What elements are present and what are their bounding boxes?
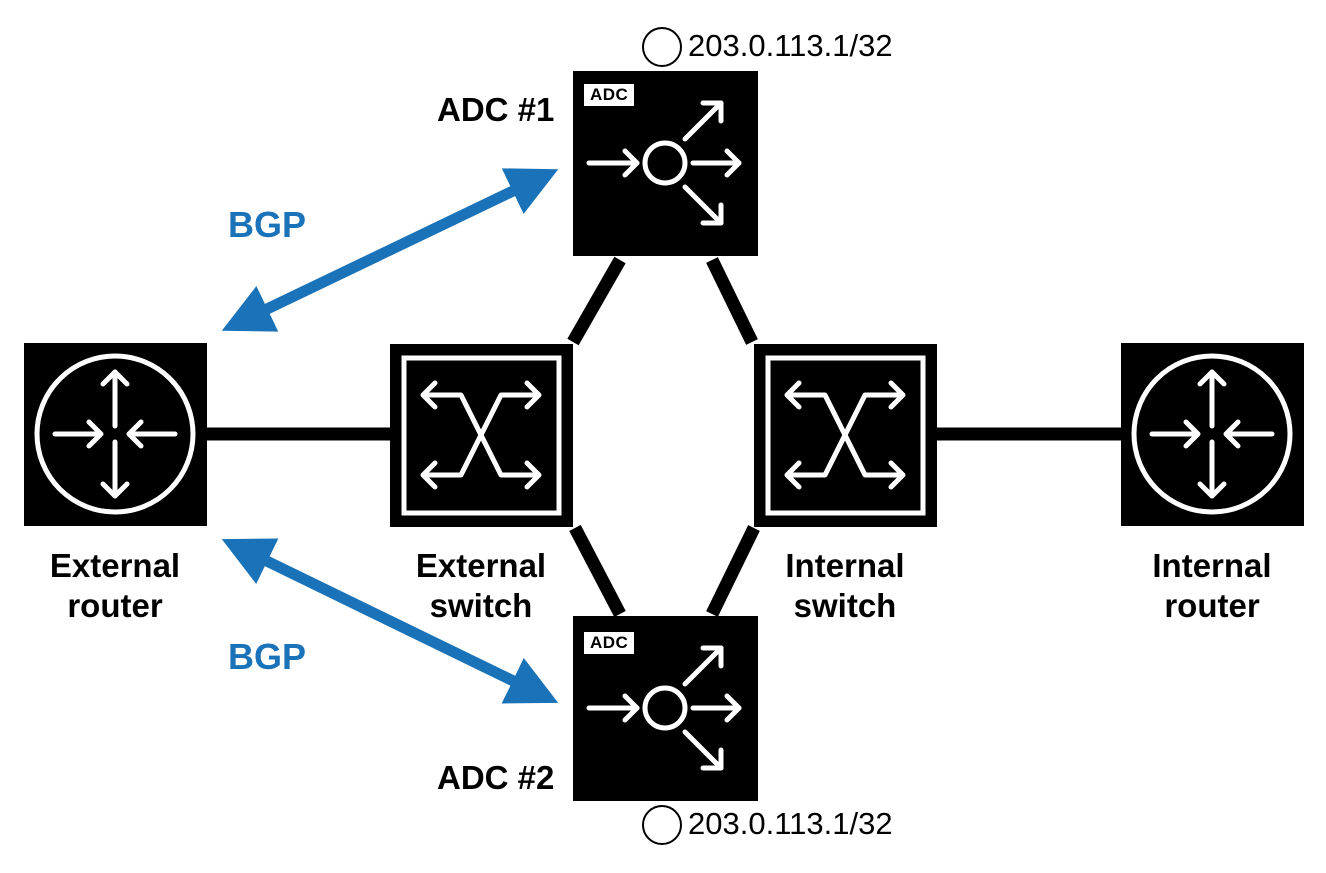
link-extswitch-adc1 [567, 256, 626, 346]
link-extswitch-adc2 [569, 524, 626, 618]
internal-router-label: Internal router [1152, 547, 1272, 624]
external-switch-label: External switch [415, 547, 547, 624]
adc1-tag: ADC [584, 84, 635, 106]
ip-indicator-icon [642, 805, 682, 845]
link-adc2-intswitch [706, 525, 760, 617]
external-router-label: External router [49, 547, 181, 624]
adc2-ip-label: 203.0.113.1/32 [688, 806, 893, 841]
internal-switch-label: Internal switch [785, 547, 905, 624]
router-icon [1121, 343, 1304, 526]
bgp-label-top: BGP [228, 204, 307, 245]
adc1-label: ADC #1 [437, 91, 555, 128]
adc1-ip-label: 203.0.113.1/32 [688, 28, 893, 63]
bgp-label-bottom: BGP [228, 636, 307, 677]
adc2-tag: ADC [584, 632, 635, 654]
link-adc1-intswitch [706, 257, 758, 345]
router-icon [24, 343, 207, 526]
bgp-links [221, 168, 559, 704]
switch-icon [390, 344, 573, 527]
bgp-arrow-top [221, 168, 559, 332]
bgp-arrow-bottom [221, 538, 559, 704]
adc2-label: ADC #2 [437, 759, 555, 796]
switch-icon [754, 344, 937, 527]
device-links [207, 256, 1121, 618]
ip-indicator-icon [642, 27, 682, 67]
